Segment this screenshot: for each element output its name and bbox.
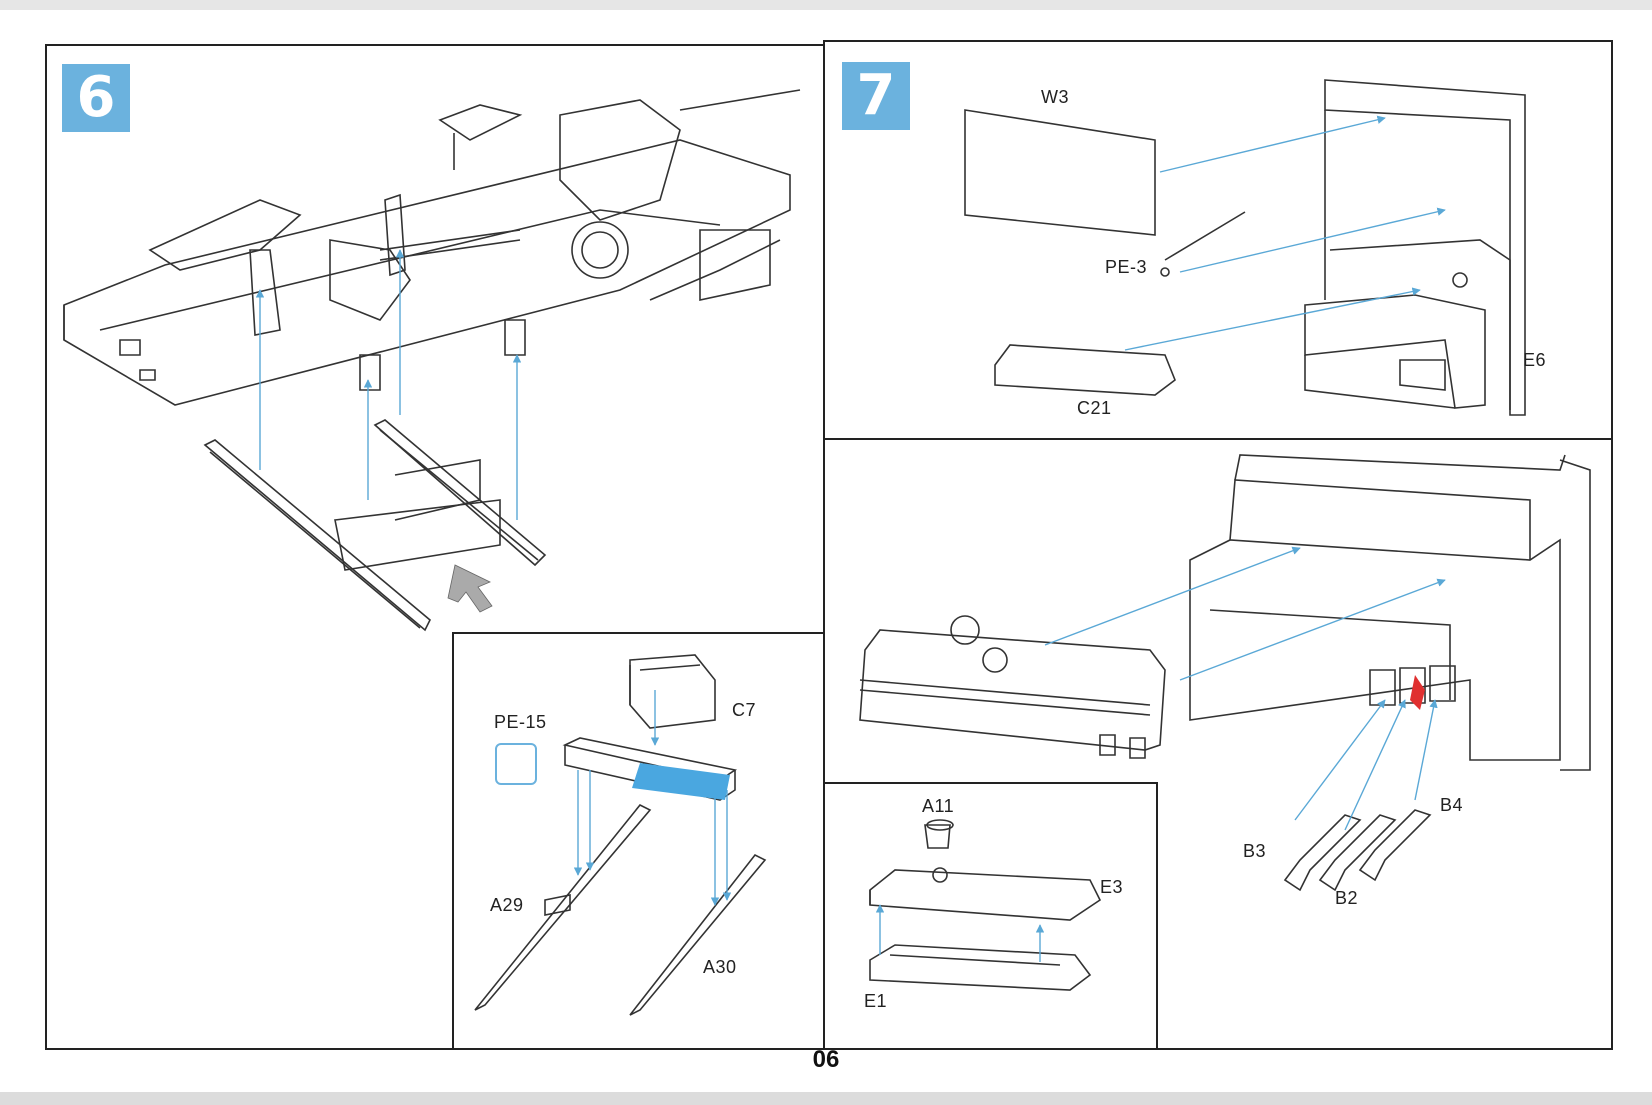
- chassis-drawing: [63, 89, 801, 406]
- step-7-panel: [823, 40, 1613, 1050]
- step-7-badge: 7: [842, 62, 910, 130]
- part-label-b2: B2: [1335, 888, 1359, 908]
- firewall-box-drawing: [859, 454, 1591, 892]
- part-label-c7: C7: [732, 700, 757, 720]
- part-label-b4: B4: [1440, 795, 1464, 815]
- part-label-e3: E3: [1100, 877, 1124, 897]
- assembly-arrows: [255, 115, 1446, 962]
- frame-rails: [203, 419, 547, 632]
- windshield-firewall: [964, 79, 1526, 416]
- part-label-c21: C21: [1077, 398, 1112, 418]
- scan-edge-top: [0, 0, 1652, 10]
- part-label-b3: B3: [1243, 841, 1267, 861]
- pe-15-placement-highlight: [632, 763, 730, 800]
- step-6-badge: 6: [62, 64, 130, 132]
- part-label-pe3: PE-3: [1105, 257, 1148, 277]
- page-number: 06: [812, 1046, 840, 1073]
- part-label-e1: E1: [864, 991, 888, 1011]
- part-label-w3: W3: [1041, 87, 1069, 107]
- scan-edge-bottom: [0, 1092, 1652, 1105]
- step-7-fueltank-subpanel: [823, 782, 1158, 1050]
- part-label-a11: A11: [922, 796, 955, 816]
- part-label-pe15: PE-15: [494, 712, 547, 732]
- pe-15-photoetch-icon: [495, 743, 537, 785]
- part-label-a30: A30: [703, 957, 737, 977]
- view-direction-arrow: [447, 564, 493, 613]
- b2-placement-highlight: [1410, 675, 1425, 710]
- part-label-e6: E6: [1523, 350, 1547, 370]
- fueltank-subassembly: [869, 819, 1102, 991]
- step-7-divider-panel: [823, 438, 1613, 440]
- part-label-a29: A29: [490, 895, 524, 915]
